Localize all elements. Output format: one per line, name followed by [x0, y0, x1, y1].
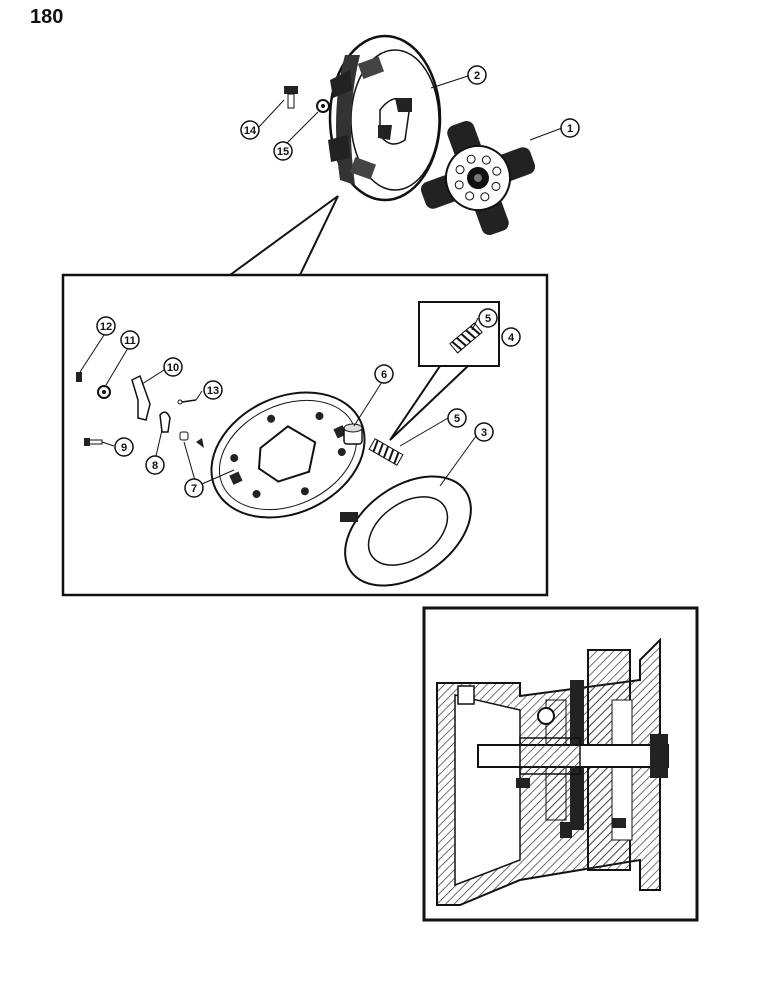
- inset-spring-part: [449, 322, 483, 354]
- callout-2: 2: [467, 65, 487, 85]
- callout-4: 4: [501, 327, 521, 347]
- spring-inset-box: [418, 301, 500, 367]
- ring-lug: [340, 512, 358, 522]
- callout-8: 8: [145, 455, 165, 475]
- svg-text:11: 11: [124, 335, 136, 347]
- nut-part: [97, 385, 111, 399]
- svg-text:3: 3: [481, 427, 487, 439]
- cotter-pin-part: [177, 399, 197, 405]
- svg-text:2: 2: [474, 70, 480, 82]
- pressure-spring-part: [368, 438, 404, 466]
- svg-text:12: 12: [100, 321, 112, 333]
- callout-1: 1: [560, 118, 580, 138]
- inset-pointer: [389, 365, 469, 441]
- section-view: [422, 606, 699, 922]
- svg-text:8: 8: [152, 460, 158, 472]
- eyebolt-part: [159, 411, 171, 433]
- pressure-ring-part: [344, 475, 472, 587]
- svg-text:4: 4: [508, 332, 515, 344]
- svg-text:13: 13: [207, 385, 219, 397]
- adjusting-screw-part: [76, 372, 82, 382]
- bolt-part: [284, 86, 298, 109]
- callout-14: 14: [240, 120, 260, 140]
- clutch-disc: [420, 120, 536, 236]
- svg-text:15: 15: [277, 146, 289, 158]
- pressure-plate-assembly: [328, 34, 442, 202]
- callout-5-inset: 5: [478, 308, 498, 328]
- svg-text:5: 5: [485, 313, 491, 325]
- strut-pins-part: [179, 431, 204, 448]
- callout-6: 6: [374, 364, 394, 384]
- svg-text:14: 14: [244, 125, 257, 137]
- callout-15: 15: [273, 141, 293, 161]
- page-number: 180: [30, 6, 64, 28]
- svg-text:5: 5: [454, 413, 460, 425]
- lock-washer-part: [316, 99, 330, 113]
- svg-text:6: 6: [381, 369, 387, 381]
- svg-text:9: 9: [121, 442, 127, 454]
- svg-text:10: 10: [167, 362, 179, 374]
- callout-10: 10: [163, 357, 183, 377]
- release-lever-part: [131, 374, 151, 421]
- leader-lines-top: [257, 75, 563, 144]
- spring-cup-part: [343, 423, 363, 445]
- pressure-plate-part: [210, 391, 366, 519]
- detail-pointer: [229, 195, 339, 276]
- detail-box: [61, 273, 549, 597]
- callout-3: 3: [474, 422, 494, 442]
- callout-9: 9: [114, 437, 134, 457]
- callout-5: 5: [447, 408, 467, 428]
- callout-11: 11: [120, 330, 140, 350]
- lever-pin-part: [84, 438, 103, 446]
- leader-lines-detail: [79, 317, 479, 487]
- svg-text:7: 7: [191, 483, 197, 495]
- callout-7: 7: [184, 478, 204, 498]
- callout-12: 12: [96, 316, 116, 336]
- callout-13: 13: [203, 380, 223, 400]
- svg-text:1: 1: [567, 123, 573, 135]
